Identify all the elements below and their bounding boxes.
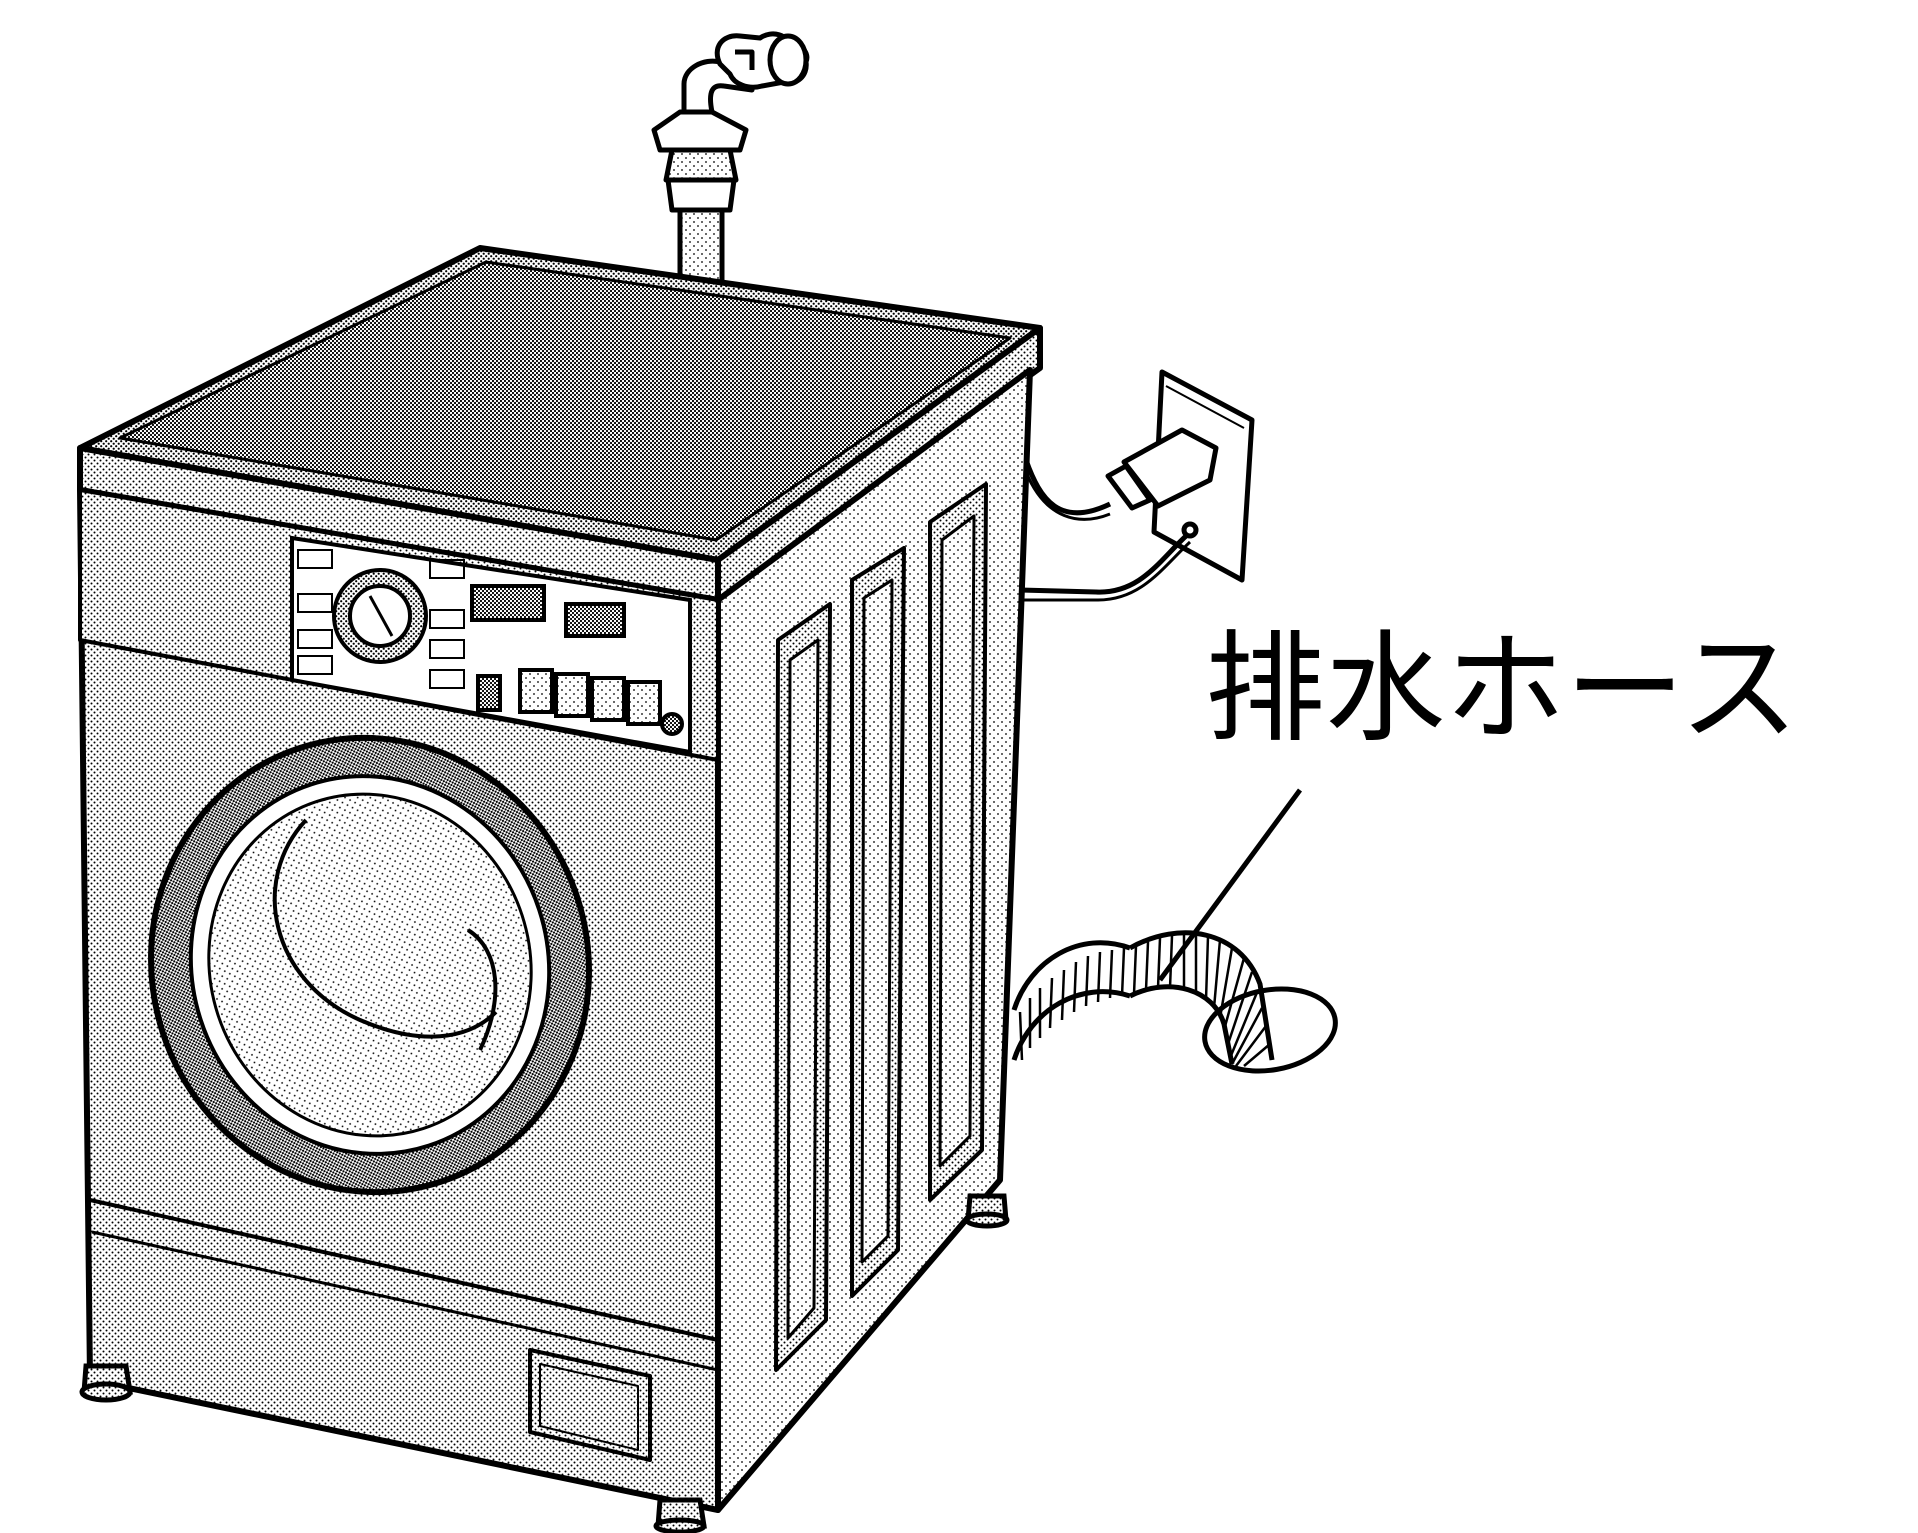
leveling-feet <box>79 1193 1010 1533</box>
display-right <box>564 602 626 638</box>
drain-hole <box>1202 986 1338 1074</box>
power-plug <box>1019 427 1219 602</box>
filter-cover <box>528 1348 652 1462</box>
control-panel <box>290 535 692 755</box>
door <box>148 734 592 1196</box>
callout-leader-line <box>1157 788 1303 982</box>
power-button <box>660 712 684 736</box>
water-faucet <box>651 31 810 293</box>
drain-hose <box>1011 930 1275 1067</box>
drain-hose-label: 排水ホース <box>1205 620 1799 759</box>
display-left <box>470 584 546 622</box>
